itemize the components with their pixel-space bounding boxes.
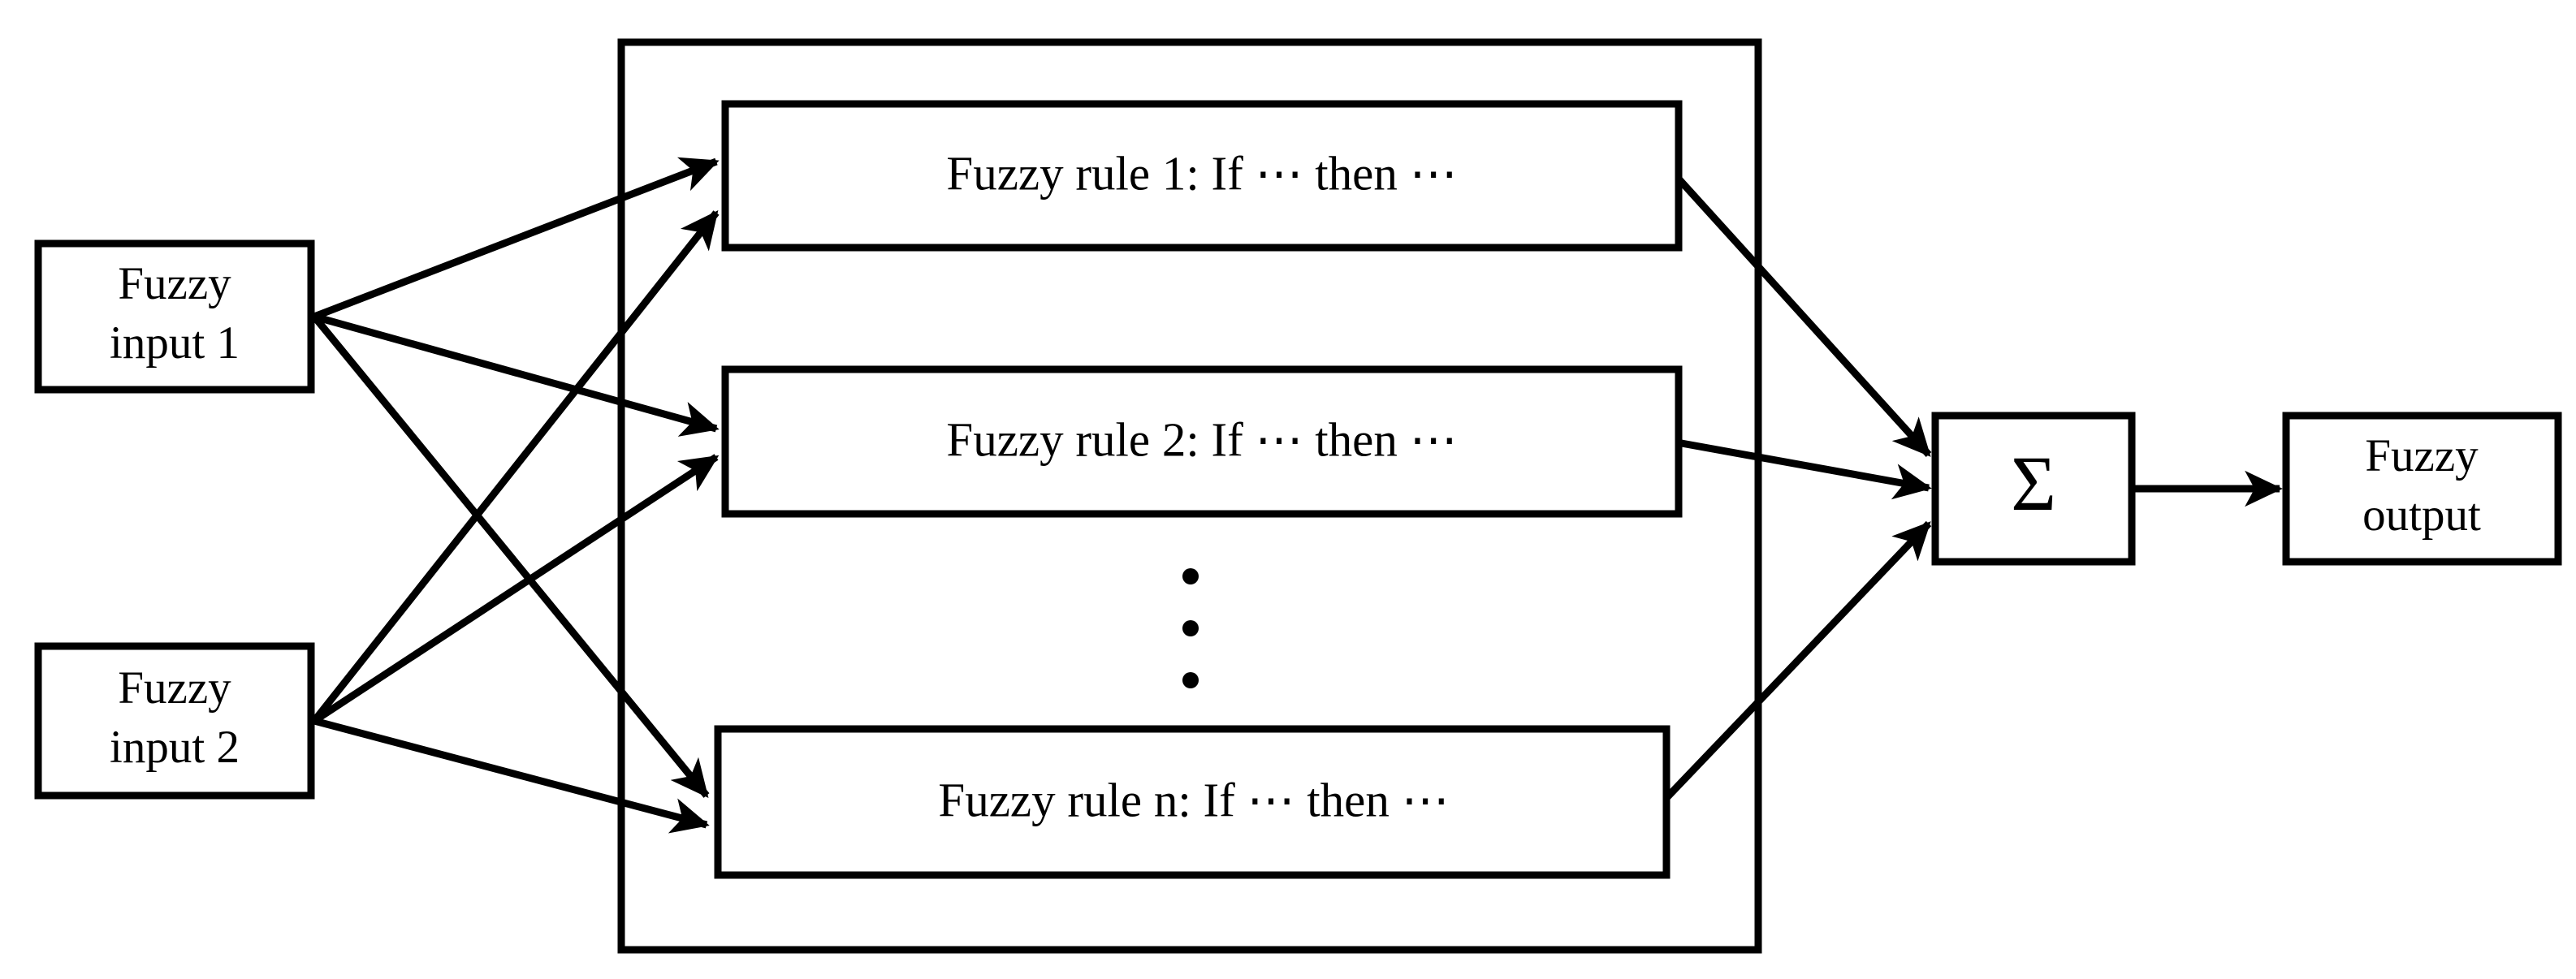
edge-rule1-sum — [1674, 174, 1932, 458]
fuzzy-rule-n-label: Fuzzy rule n: If ⋯ then ⋯ — [938, 774, 1449, 827]
fuzzy-rule-n-box[interactable] — [714, 725, 1671, 879]
fuzzy-output-label-line1: Fuzzy — [2365, 430, 2479, 481]
sigma-symbol: Σ — [2011, 440, 2056, 527]
fuzzy-rule-1-label: Fuzzy rule 1: If ⋯ then ⋯ — [946, 147, 1457, 201]
fuzzy-output-box[interactable] — [2282, 412, 2562, 566]
ellipsis-dot-2 — [1182, 620, 1199, 636]
fuzzy-input-1-label-line1: Fuzzy — [118, 258, 231, 309]
fuzzy-rule-2-box[interactable] — [721, 365, 1683, 518]
edge-input2-rulen — [313, 717, 710, 834]
edge-input1-rulen — [311, 314, 710, 799]
edge-rule2-sum — [1676, 438, 1932, 500]
edges-input2-to-rules — [311, 209, 720, 834]
summation-node[interactable]: Σ — [1931, 412, 2136, 566]
summation-box[interactable] — [1931, 412, 2136, 566]
edge-input1-rule2 — [313, 313, 720, 437]
fuzzy-output-node[interactable]: Fuzzy output — [2282, 412, 2562, 566]
edge-input1-rule1 — [313, 157, 720, 321]
edge-rulen-sum — [1663, 520, 1932, 801]
fuzzy-output-label-line2: output — [2362, 490, 2481, 541]
fuzzy-input-1-box[interactable] — [34, 239, 315, 394]
fuzzy-rule-2-node[interactable]: Fuzzy rule 2: If ⋯ then ⋯ — [721, 365, 1683, 518]
fuzzy-rule-1-box[interactable] — [721, 100, 1683, 252]
fuzzy-input-1-label-line2: input 1 — [110, 317, 240, 369]
edges-input1-to-rules — [311, 157, 720, 799]
fuzzy-input-2-label-line1: Fuzzy — [118, 662, 231, 714]
fuzzy-input-2-box[interactable] — [34, 642, 315, 800]
fuzzy-rule-n-node[interactable]: Fuzzy rule n: If ⋯ then ⋯ — [714, 725, 1671, 879]
edges-rules-to-sum — [1663, 174, 1932, 801]
fuzzy-input-2-label-line2: input 2 — [110, 722, 240, 773]
fuzzy-rule-2-label: Fuzzy rule 2: If ⋯ then ⋯ — [946, 413, 1457, 467]
edge-input2-rule1 — [311, 209, 720, 723]
ellipsis-dot-3 — [1182, 672, 1199, 688]
vertical-ellipsis — [1182, 568, 1199, 688]
rule-base-container — [617, 38, 1762, 954]
fuzzy-input-1-node[interactable]: Fuzzy input 1 — [34, 239, 315, 394]
fuzzy-rule-1-node[interactable]: Fuzzy rule 1: If ⋯ then ⋯ — [721, 100, 1683, 252]
ellipsis-dot-1 — [1182, 568, 1199, 584]
edge-input2-rule2 — [312, 454, 720, 724]
fuzzy-input-2-node[interactable]: Fuzzy input 2 — [34, 642, 315, 800]
